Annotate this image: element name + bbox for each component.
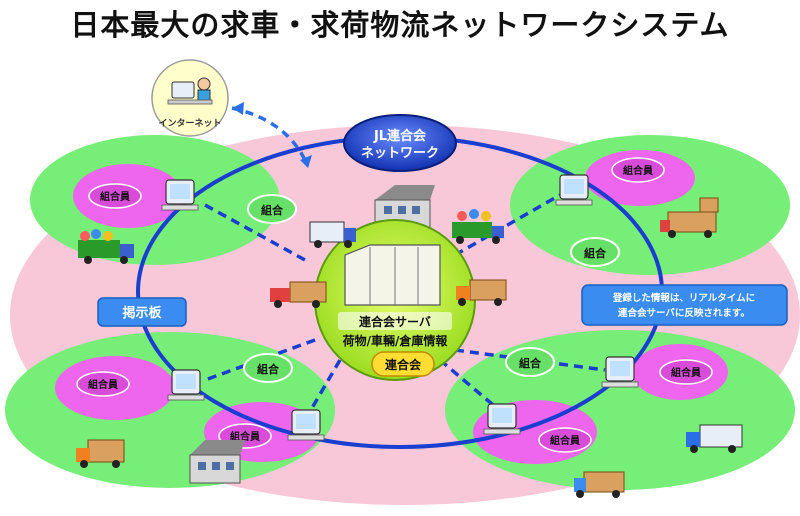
computer-icon [601, 356, 639, 388]
computer-icon [483, 403, 521, 435]
union-badge-4: 組合 [505, 347, 555, 377]
union-label: 組合 [584, 246, 607, 260]
truck-icon [456, 279, 507, 306]
truck-icon [452, 209, 504, 244]
union-label: 組合 [257, 362, 280, 376]
member-badge-3: 組合員 [76, 371, 130, 397]
central-server-hub: 連合会サーバ 荷物/車輛/倉庫情報 [314, 219, 476, 381]
truck-icon [574, 471, 625, 498]
member-label: 組合員 [550, 434, 580, 447]
truck-icon [78, 229, 134, 264]
member-badge-2: 組合員 [611, 157, 665, 183]
person-icon [197, 77, 211, 91]
member-label: 組合員 [88, 378, 118, 391]
member-badge-6: 組合員 [659, 359, 713, 385]
computer-icon [287, 409, 325, 441]
truck-icon [270, 281, 327, 308]
computer-icon [167, 369, 205, 401]
truck-icon [76, 439, 125, 468]
union-label: 組合 [261, 203, 284, 217]
internet-label: インターネット [158, 117, 221, 129]
union-badge-1: 組合 [247, 194, 297, 224]
federation-badge: 連合会 [371, 351, 435, 377]
computer-icon [161, 179, 199, 211]
federation-label: 連合会 [385, 357, 422, 372]
page-title: 日本最大の求車・求荷物流ネットワークシステム [70, 8, 730, 42]
info-line-2: 連合会サーバに反映されます。 [618, 307, 750, 319]
bulletin-board-label: 掲示板 [122, 305, 162, 321]
info-box: 登録した情報は、リアルタイムに 連合会サーバに反映されます。 [581, 284, 788, 326]
network-badge-line-2: ネットワーク [361, 146, 439, 161]
internet-node: インターネット [151, 59, 229, 137]
member-badge-1: 組合員 [88, 183, 142, 209]
member-label: 組合員 [230, 430, 260, 443]
network-badge-line-1: JL連合会 [373, 128, 427, 144]
union-badge-2: 組合 [570, 237, 620, 267]
server-info-label: 荷物/車輛/倉庫情報 [342, 333, 449, 348]
bulletin-board-box: 掲示板 [97, 297, 187, 327]
truck-icon [660, 197, 719, 238]
union-label: 組合 [519, 356, 542, 370]
info-line-1: 登録した情報は、リアルタイムに [612, 292, 755, 304]
computer-icon [555, 174, 593, 206]
truck-icon [309, 221, 356, 248]
computer-icon [171, 81, 195, 99]
server-icon [344, 244, 441, 306]
member-badge-5: 組合員 [538, 427, 592, 453]
union-badge-3: 組合 [243, 353, 293, 383]
member-label: 組合員 [623, 164, 653, 177]
warehouse-icon [189, 440, 245, 484]
truck-icon [686, 424, 743, 453]
server-label: 連合会サーバ [359, 314, 431, 329]
member-label: 組合員 [671, 366, 701, 379]
member-label: 組合員 [100, 190, 130, 203]
internet-link-arrow [231, 102, 312, 168]
network-badge: JL連合会 ネットワーク [343, 114, 457, 172]
